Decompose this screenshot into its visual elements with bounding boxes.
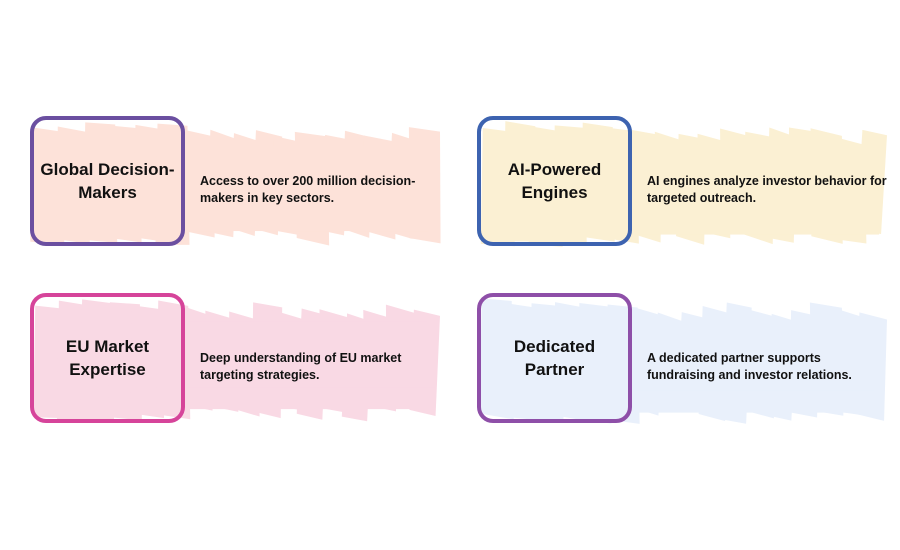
card-description: A dedicated partner supports fundraising… — [647, 351, 852, 382]
card-title: AI-Powered Engines — [507, 160, 602, 202]
card-title-box: EU Market Expertise — [30, 293, 185, 423]
scribble-stroke — [55, 126, 90, 244]
card-description: Deep understanding of EU market targetin… — [200, 351, 402, 382]
scribble-stroke — [503, 121, 538, 242]
scribble-stroke — [130, 305, 165, 419]
scribble-stroke — [107, 125, 142, 243]
feature-card-dedicated-partner: Dedicated Partner A dedicated partner su… — [475, 292, 895, 432]
card-description: Access to over 200 million decision-make… — [200, 174, 416, 205]
scribble-highlight — [479, 298, 887, 424]
scribble-stroke — [188, 342, 434, 365]
scribble-stroke — [188, 189, 436, 212]
scribble-stroke — [188, 209, 429, 232]
feature-card-eu-market-expertise: EU Market Expertise Deep understanding o… — [28, 292, 448, 432]
scribble-stroke — [30, 127, 65, 246]
card-title: EU Market Expertise — [65, 337, 150, 379]
scribble-stroke — [635, 367, 872, 390]
scribble-stroke — [188, 167, 431, 190]
card-title-box: Dedicated Partner — [477, 293, 632, 423]
scribble-stroke — [188, 321, 428, 344]
scribble-stroke — [80, 299, 115, 422]
card-title-box: Global Decision-Makers — [30, 116, 185, 246]
card-description: AI engines analyze investor behavior for… — [647, 174, 887, 205]
scribble-stroke — [188, 364, 425, 387]
scribble-stroke — [635, 212, 880, 235]
feature-card-ai-powered-engines: AI-Powered Engines AI engines analyze in… — [475, 115, 895, 255]
scribble-stroke — [188, 387, 436, 410]
card-title-box: AI-Powered Engines — [477, 116, 632, 246]
scribble-stroke — [635, 191, 872, 214]
scribble-stroke — [155, 123, 190, 245]
feature-card-global-decision-makers: Global Decision-Makers Access to over 20… — [28, 115, 448, 255]
scribble-stroke — [635, 344, 883, 367]
scribble-stroke — [188, 147, 436, 170]
card-title: Dedicated Partner — [513, 337, 596, 379]
scribble-stroke — [552, 125, 587, 243]
scribble-highlight — [30, 122, 441, 246]
scribble-stroke — [577, 303, 612, 424]
scribble-stroke — [635, 390, 874, 413]
scribble-stroke — [635, 322, 876, 345]
scribble-stroke — [635, 169, 879, 192]
scribble-stroke — [504, 303, 539, 421]
card-title: Global Decision-Makers — [40, 160, 175, 202]
scribble-stroke — [635, 148, 873, 171]
scribble-highlight — [33, 299, 440, 423]
